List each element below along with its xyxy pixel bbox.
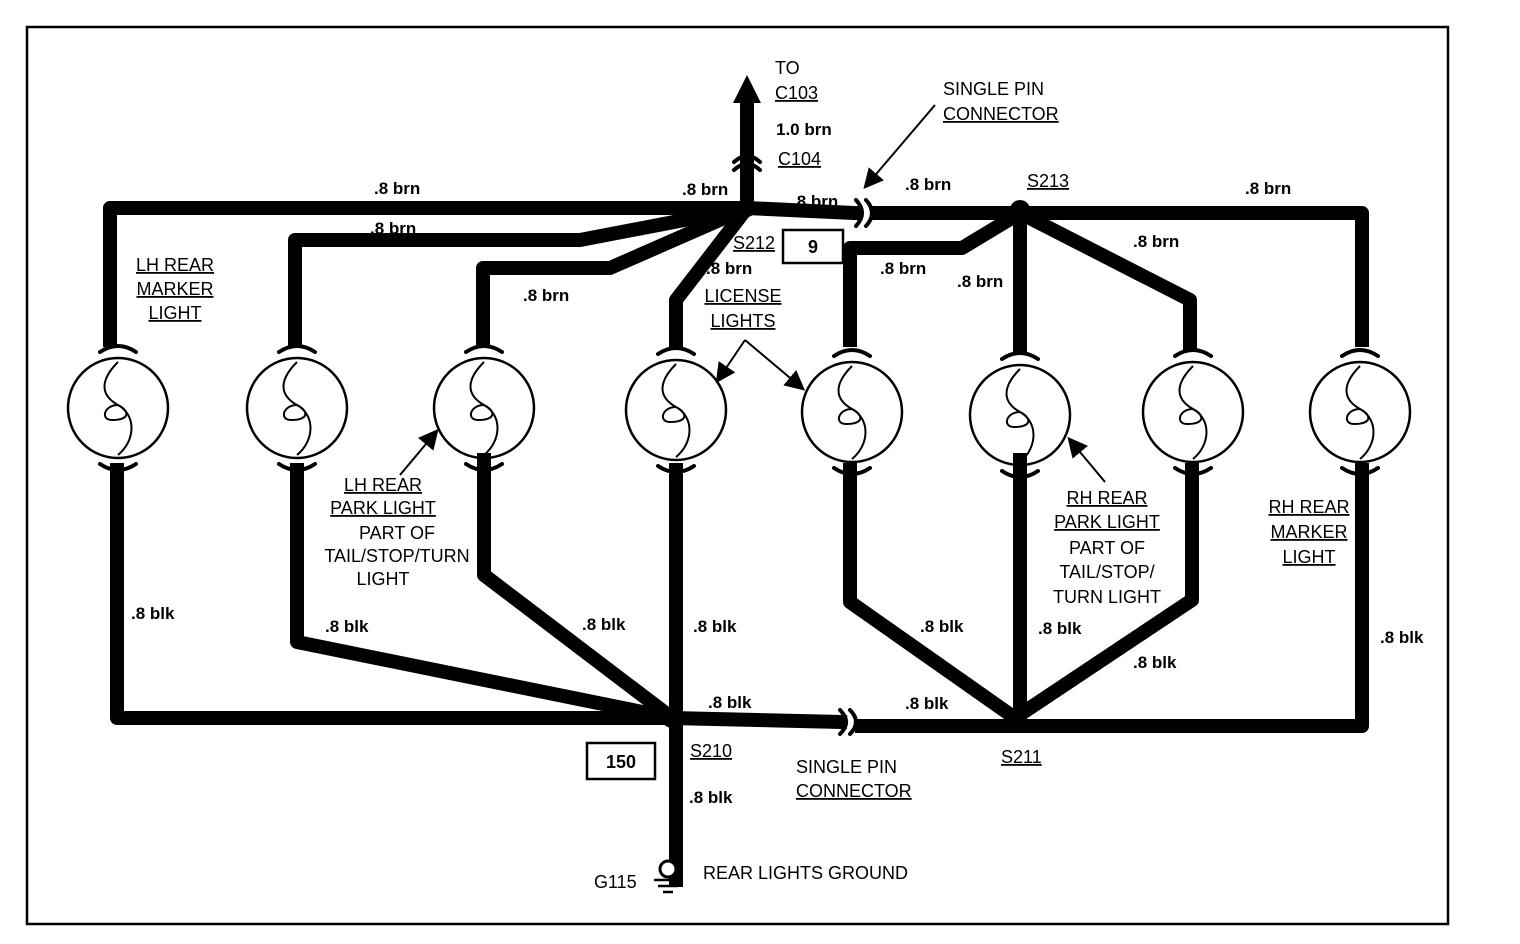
to-label: TO bbox=[775, 58, 800, 78]
wire-label: .8 brn bbox=[706, 259, 752, 278]
s212-label: S212 bbox=[733, 233, 775, 253]
up-arrow-icon bbox=[733, 75, 761, 103]
lh-park-desc: PART OF bbox=[359, 523, 435, 543]
bulb-lh-marker bbox=[66, 344, 170, 472]
bulb-rh-park bbox=[1141, 348, 1245, 476]
ground-id: G115 bbox=[594, 872, 637, 892]
wire-label: .8 brn bbox=[370, 219, 416, 238]
bulb-license-right bbox=[800, 348, 904, 476]
box-9-label: 9 bbox=[808, 237, 818, 257]
c104-label: C104 bbox=[778, 149, 821, 169]
wire-label: .8 brn bbox=[905, 175, 951, 194]
rh-park-desc: TURN LIGHT bbox=[1053, 587, 1161, 607]
wire-label: .8 blk bbox=[131, 604, 175, 623]
s211-label: S211 bbox=[1001, 747, 1042, 767]
rh-park-title: PARK LIGHT bbox=[1054, 512, 1160, 532]
lh-park-desc: TAIL/STOP/TURN bbox=[324, 546, 469, 566]
box-150-label: 150 bbox=[606, 752, 636, 772]
rh-park-desc: PART OF bbox=[1069, 538, 1145, 558]
brn-wires bbox=[103, 75, 1369, 352]
rh-marker-label: LIGHT bbox=[1282, 547, 1335, 567]
single-pin-bottom-line1: SINGLE PIN bbox=[796, 757, 897, 777]
box-150 bbox=[585, 741, 657, 781]
lh-park-title: LH REAR bbox=[344, 475, 422, 495]
wire-label: .8 blk bbox=[582, 615, 626, 634]
wire-label: .8 blk bbox=[1133, 653, 1177, 672]
splice-s210 bbox=[662, 708, 682, 728]
lh-park-desc: LIGHT bbox=[356, 569, 409, 589]
splice-s213 bbox=[1010, 200, 1030, 220]
bulb-lh-park bbox=[432, 344, 536, 472]
splice-s212 bbox=[738, 199, 756, 217]
rh-park-desc: TAIL/STOP/ bbox=[1059, 562, 1154, 582]
pointer-arrows bbox=[399, 104, 1106, 483]
rh-marker-label: MARKER bbox=[1270, 522, 1347, 542]
frame-border bbox=[25, 25, 1450, 926]
wire-label: .8 brn bbox=[1133, 232, 1179, 251]
main-wire-label: 1.0 brn bbox=[776, 120, 832, 139]
box-9 bbox=[781, 228, 845, 265]
wire-label: .8 brn bbox=[1245, 179, 1291, 198]
blk-wires bbox=[110, 453, 1369, 887]
wire-label: .8 brn bbox=[523, 286, 569, 305]
single-pin-top-line1: SINGLE PIN bbox=[943, 79, 1044, 99]
c103-label: C103 bbox=[775, 83, 818, 103]
ground-icon bbox=[654, 859, 682, 894]
wire-label: .8 brn bbox=[957, 272, 1003, 291]
wire-label: .8 brn bbox=[374, 179, 420, 198]
wire-label: .8 brn bbox=[682, 180, 728, 199]
ground-label: REAR LIGHTS GROUND bbox=[703, 863, 908, 883]
lh-marker-label: LH REAR bbox=[136, 255, 214, 275]
bulb-license-left bbox=[624, 346, 728, 474]
rh-marker-label: RH REAR bbox=[1268, 497, 1349, 517]
splice-s211 bbox=[1005, 708, 1025, 728]
s210-label: S210 bbox=[690, 741, 732, 761]
wire-label: .8 blk bbox=[1038, 619, 1082, 638]
single-pin-top-line2: CONNECTOR bbox=[943, 104, 1059, 124]
bulb-rh-inner bbox=[968, 351, 1072, 479]
wire-label: .8 blk bbox=[708, 693, 752, 712]
wire-label: .8 brn bbox=[880, 259, 926, 278]
wire-label: .8 brn bbox=[792, 192, 838, 211]
wire-label: .8 blk bbox=[325, 617, 369, 636]
bulb-lh-inner bbox=[245, 344, 349, 472]
license-label: LIGHTS bbox=[710, 311, 775, 331]
wire-label: .8 blk bbox=[1380, 628, 1424, 647]
wire-label: .8 blk bbox=[693, 617, 737, 636]
wire-label: .8 blk bbox=[905, 694, 949, 713]
rh-park-title: RH REAR bbox=[1066, 488, 1147, 508]
license-label: LICENSE bbox=[704, 286, 781, 306]
s213-label: S213 bbox=[1027, 171, 1069, 191]
single-pin-bottom-line2: CONNECTOR bbox=[796, 781, 912, 801]
wire-label: .8 blk bbox=[689, 788, 733, 807]
lh-marker-label: LIGHT bbox=[148, 303, 201, 323]
bulb-rh-marker bbox=[1308, 348, 1412, 476]
lh-park-title: PARK LIGHT bbox=[330, 498, 436, 518]
lh-marker-label: MARKER bbox=[136, 279, 213, 299]
wire-label: .8 blk bbox=[920, 617, 964, 636]
